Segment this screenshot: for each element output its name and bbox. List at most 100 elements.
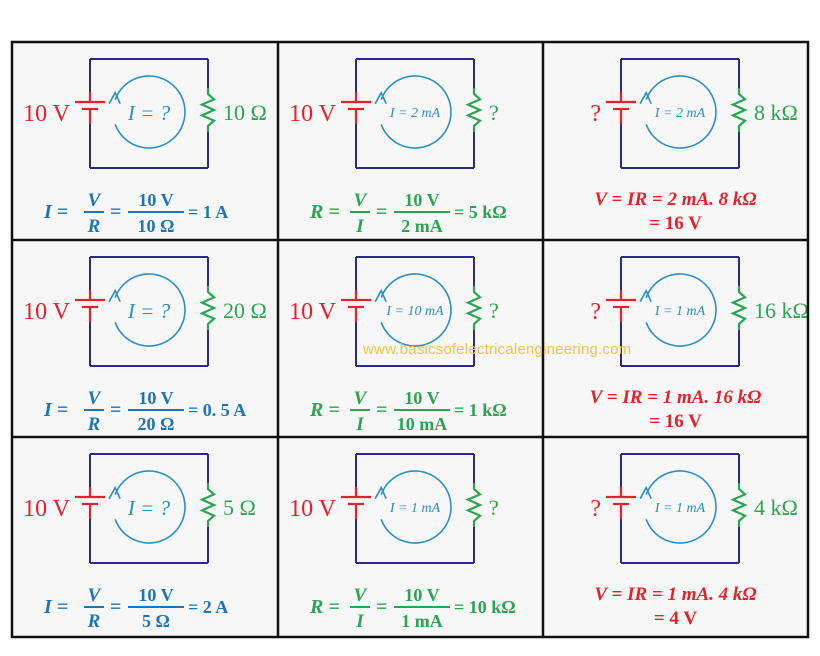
equals-sign: = <box>110 399 121 421</box>
voltage-label: ? <box>590 299 601 325</box>
grid-borders <box>10 40 810 639</box>
resistance-label: ? <box>489 495 499 520</box>
current-label: I = ? <box>127 101 171 125</box>
equation-line-2: = 16 V <box>649 411 702 432</box>
fraction-numerator: 10 V <box>404 190 439 210</box>
equals-sign: = <box>110 596 121 618</box>
resistance-label: 16 kΩ <box>754 298 809 323</box>
fraction-numerator: 10 V <box>404 388 439 408</box>
equation-line-1: V = IR = 2 mA. 8 kΩ <box>594 189 756 210</box>
voltage-label: 10 V <box>23 299 71 325</box>
equation-lhs: I = <box>43 201 68 223</box>
battery-icon <box>341 92 371 124</box>
equation-line-1: V = IR = 1 mA. 4 kΩ <box>594 584 756 605</box>
battery-icon <box>606 290 636 322</box>
resistance-label: 8 kΩ <box>754 100 798 125</box>
current-label: I = 1 mA <box>654 501 706 516</box>
fraction-numerator: V <box>88 388 102 409</box>
fraction-numerator: 10 V <box>138 388 173 408</box>
current-arrow-icon <box>374 470 452 544</box>
voltage-label: 10 V <box>289 496 337 522</box>
current-label: I = 2 mA <box>654 106 706 121</box>
battery-icon <box>75 92 105 124</box>
voltage-label: ? <box>590 496 601 522</box>
equals-sign: = <box>376 596 387 618</box>
current-label: I = 1 mA <box>654 304 706 319</box>
resistor-icon <box>465 286 483 330</box>
current-label: I = 2 mA <box>389 106 441 121</box>
fraction-numerator: V <box>88 190 102 211</box>
fraction-denominator: 1 mA <box>401 611 443 631</box>
fraction-denominator: R <box>87 414 101 435</box>
current-arrow-icon <box>374 273 452 347</box>
fraction-denominator: R <box>87 611 101 632</box>
resistance-label: 4 kΩ <box>754 495 798 520</box>
equals-sign: = <box>376 201 387 223</box>
equation-lhs: R = <box>309 399 340 421</box>
equals-sign: = <box>376 399 387 421</box>
equation-line-1: V = IR = 1 mA. 16 kΩ <box>590 387 762 408</box>
resistor-icon <box>199 483 217 527</box>
resistor-icon <box>730 286 748 330</box>
current-label: I = ? <box>127 299 171 323</box>
equals-sign: = <box>110 201 121 223</box>
current-arrow-icon <box>108 273 186 347</box>
equation-result: = 2 A <box>188 597 228 617</box>
circuit-wire <box>355 58 475 169</box>
resistor-icon <box>730 88 748 132</box>
voltage-label: 10 V <box>289 101 337 127</box>
fraction-denominator: 2 mA <box>401 216 443 236</box>
resistance-label: 5 Ω <box>223 495 256 520</box>
problem-cell-9: I = 1 mA?4 kΩV = IR = 1 mA. 4 kΩ= 4 V <box>590 453 798 629</box>
resistor-icon <box>199 88 217 132</box>
fraction-denominator: R <box>87 216 101 237</box>
current-arrow-icon <box>639 470 717 544</box>
resistance-label: ? <box>489 298 499 323</box>
fraction-denominator: 20 Ω <box>138 414 175 434</box>
equation-lhs: R = <box>309 201 340 223</box>
grid-background <box>12 42 808 637</box>
resistor-icon <box>465 483 483 527</box>
fraction-numerator: 10 V <box>138 585 173 605</box>
problem-cell-6: I = 1 mA? 16 kΩ V = IR = 1 mA. 16 kΩ = 16 V <box>590 256 809 432</box>
resistance-label: 10 Ω <box>223 100 267 125</box>
resistor-icon <box>199 286 217 330</box>
equation-result: = 1 kΩ <box>454 400 507 420</box>
circuit-wire <box>89 58 209 169</box>
fraction-numerator: V <box>88 585 102 606</box>
equation-result: = 0. 5 A <box>188 400 246 420</box>
fraction-denominator: 10 mA <box>397 414 448 434</box>
voltage-label: ? <box>590 101 601 127</box>
fraction-denominator: I <box>355 611 364 632</box>
battery-icon <box>341 290 371 322</box>
current-label: I = 1 mA <box>389 501 441 516</box>
current-label: I = 10 mA <box>385 304 444 319</box>
current-label: I = ? <box>127 496 171 520</box>
battery-icon <box>606 92 636 124</box>
equation-result: = 1 A <box>188 202 228 222</box>
equation-lhs: I = <box>43 596 68 618</box>
voltage-label: 10 V <box>23 101 71 127</box>
fraction-denominator: 5 Ω <box>142 611 170 631</box>
current-arrow-icon <box>374 75 452 149</box>
voltage-label: 10 V <box>289 299 337 325</box>
fraction-numerator: V <box>354 190 368 211</box>
battery-icon <box>75 487 105 519</box>
equation-lhs: R = <box>309 596 340 618</box>
current-arrow-icon <box>108 75 186 149</box>
fraction-numerator: 10 V <box>404 585 439 605</box>
fraction-denominator: I <box>355 216 364 237</box>
current-arrow-icon <box>639 273 717 347</box>
circuit-wire <box>89 256 209 367</box>
current-arrow-icon <box>639 75 717 149</box>
fraction-numerator: 10 V <box>138 190 173 210</box>
circuit-wire <box>620 58 740 169</box>
battery-icon <box>75 290 105 322</box>
circuit-wire <box>355 256 475 367</box>
resistor-icon <box>465 88 483 132</box>
